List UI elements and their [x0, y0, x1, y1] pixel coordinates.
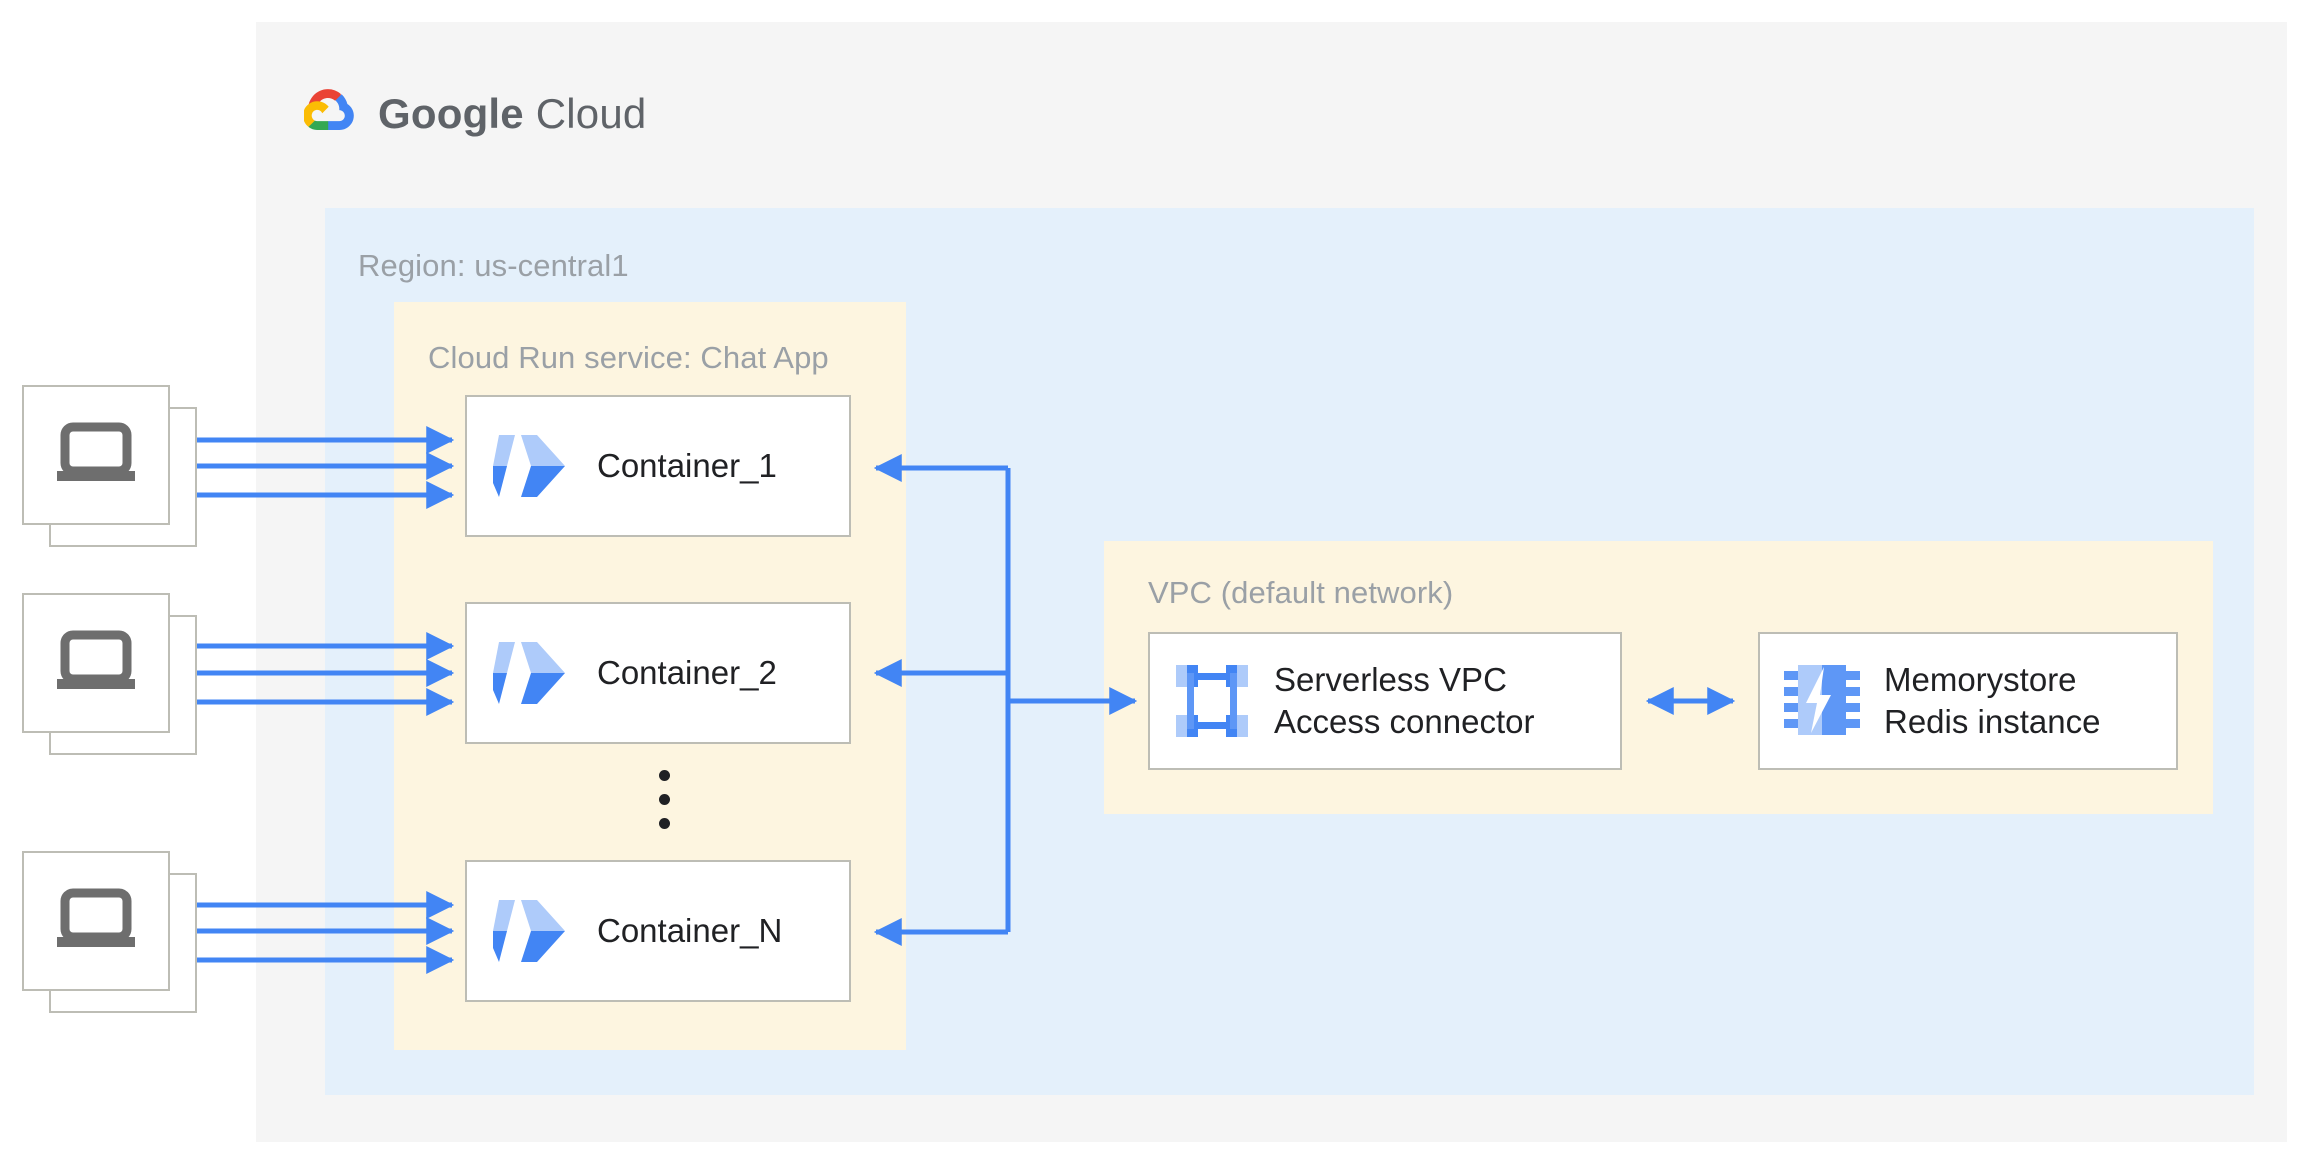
brand-google: Google — [378, 89, 524, 137]
laptop-icon — [53, 629, 139, 698]
serverless-vpc-access-connector-icon — [1176, 665, 1248, 737]
client-stack-2[interactable] — [22, 593, 197, 755]
node-label: Container_N — [597, 911, 783, 949]
node-container-1[interactable]: Container_1 — [465, 395, 851, 537]
client-card-front — [22, 593, 170, 733]
node-container-2[interactable]: Container_2 — [465, 602, 851, 744]
ellipsis-dot — [659, 794, 670, 805]
brand-text: Google Cloud — [378, 90, 646, 138]
node-serverless-vpc-access-connector[interactable]: Serverless VPC Access connector — [1148, 632, 1622, 770]
laptop-icon — [53, 887, 139, 956]
region-zone-title: Region: us-central1 — [358, 248, 629, 283]
memorystore-redis-icon — [1784, 665, 1860, 737]
client-card-front — [22, 851, 170, 991]
node-label: Memorystore Redis instance — [1884, 660, 2101, 740]
client-stack-1[interactable] — [22, 385, 197, 547]
google-cloud-brand: Google Cloud — [302, 88, 646, 139]
cloud-run-icon — [493, 640, 569, 706]
client-card-front — [22, 385, 170, 525]
node-label: Container_1 — [597, 446, 777, 484]
vpc-zone-title: VPC (default network) — [1148, 575, 1454, 610]
vertical-ellipsis-icon — [659, 770, 670, 829]
node-label: Serverless VPC Access connector — [1274, 660, 1535, 740]
laptop-icon — [53, 421, 139, 490]
node-memorystore-redis-instance[interactable]: Memorystore Redis instance — [1758, 632, 2178, 770]
brand-cloud: Cloud — [523, 89, 647, 137]
node-label: Container_2 — [597, 653, 777, 691]
cloud-run-zone-title: Cloud Run service: Chat App — [428, 340, 829, 375]
client-stack-3[interactable] — [22, 851, 197, 1013]
cloud-run-icon — [493, 433, 569, 499]
node-container-n[interactable]: Container_N — [465, 860, 851, 1002]
ellipsis-dot — [659, 770, 670, 781]
google-cloud-logo-icon — [302, 88, 360, 139]
ellipsis-dot — [659, 818, 670, 829]
cloud-run-icon — [493, 898, 569, 964]
